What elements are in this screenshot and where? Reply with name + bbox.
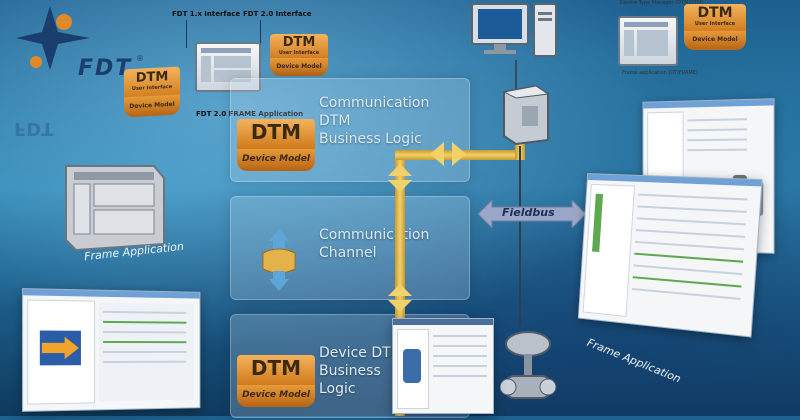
dtm-badge-title: DTM	[237, 119, 315, 149]
fdt2-interface-label: FDT 2.0 Interface	[243, 10, 311, 18]
fieldbus-label: Fieldbus	[502, 206, 555, 219]
valve-icon	[500, 328, 560, 416]
dtm-badge-title: DTM	[684, 6, 746, 21]
software-screenshot-center	[392, 318, 494, 414]
dtm-badge-title: DTM	[270, 36, 328, 50]
gateway-device-icon	[500, 84, 552, 146]
channel-arrow-icon	[259, 229, 299, 291]
dtm-badge-top-right: DTM User Interface Device Model	[684, 4, 746, 50]
software-screenshot-right-front	[578, 173, 763, 337]
panel-line3: Business Logic	[319, 131, 422, 148]
tr-label-bottom: Frame application (DT/FRAME)	[622, 70, 698, 76]
dtm-badge-line1: User Interface	[684, 21, 746, 27]
panel-line2: DTM	[319, 113, 350, 130]
fieldbus-arrow: Fieldbus	[478, 200, 586, 228]
registered-mark: ®	[136, 54, 144, 63]
dtm-badge-device: DTM Device Model	[237, 355, 315, 407]
dtm-badge-line2: Device Model	[124, 94, 180, 117]
panel-communication-channel: Communication Channel	[230, 196, 470, 300]
dtm-badge-sub: Device Model	[237, 385, 315, 407]
dtm-badge-line1: User Interface	[270, 50, 328, 56]
dtm-badge-title: DTM	[237, 355, 315, 385]
pipe-arrow-icon	[388, 284, 412, 316]
panel-line1: Communication	[319, 95, 429, 112]
fieldbus-cable	[519, 146, 521, 326]
software-screenshot-left	[22, 288, 200, 412]
panel-line1: Device DTM	[319, 345, 403, 362]
panel-line2: Channel	[319, 245, 376, 262]
dtm-badge-left: DTM User Interface Device Model	[124, 67, 180, 118]
connector-line	[186, 20, 187, 48]
panel-line1: Communication	[319, 227, 429, 244]
dtm-badge-sub: Device Model	[237, 149, 315, 171]
pipe-arrow-right-icon	[430, 142, 466, 170]
logo-reflection: FDT	[14, 118, 74, 138]
dtm-badge-right: DTM User Interface Device Model	[270, 34, 328, 76]
dtm-badge-comm: DTM Device Model	[237, 119, 315, 171]
dtm-badge-line2: Device Model	[684, 31, 746, 50]
dtm-badge-line2: Device Model	[270, 58, 328, 76]
panel-line3: Logic	[319, 381, 356, 398]
pipe-arrow-icon	[388, 164, 412, 196]
computer-icon	[470, 0, 560, 60]
fdt1-interface-label: FDT 1.x Interface	[172, 10, 240, 18]
panel-line2: Business	[319, 363, 381, 380]
frame-application-icon	[60, 162, 170, 254]
tr-frame-window-icon	[618, 16, 678, 66]
